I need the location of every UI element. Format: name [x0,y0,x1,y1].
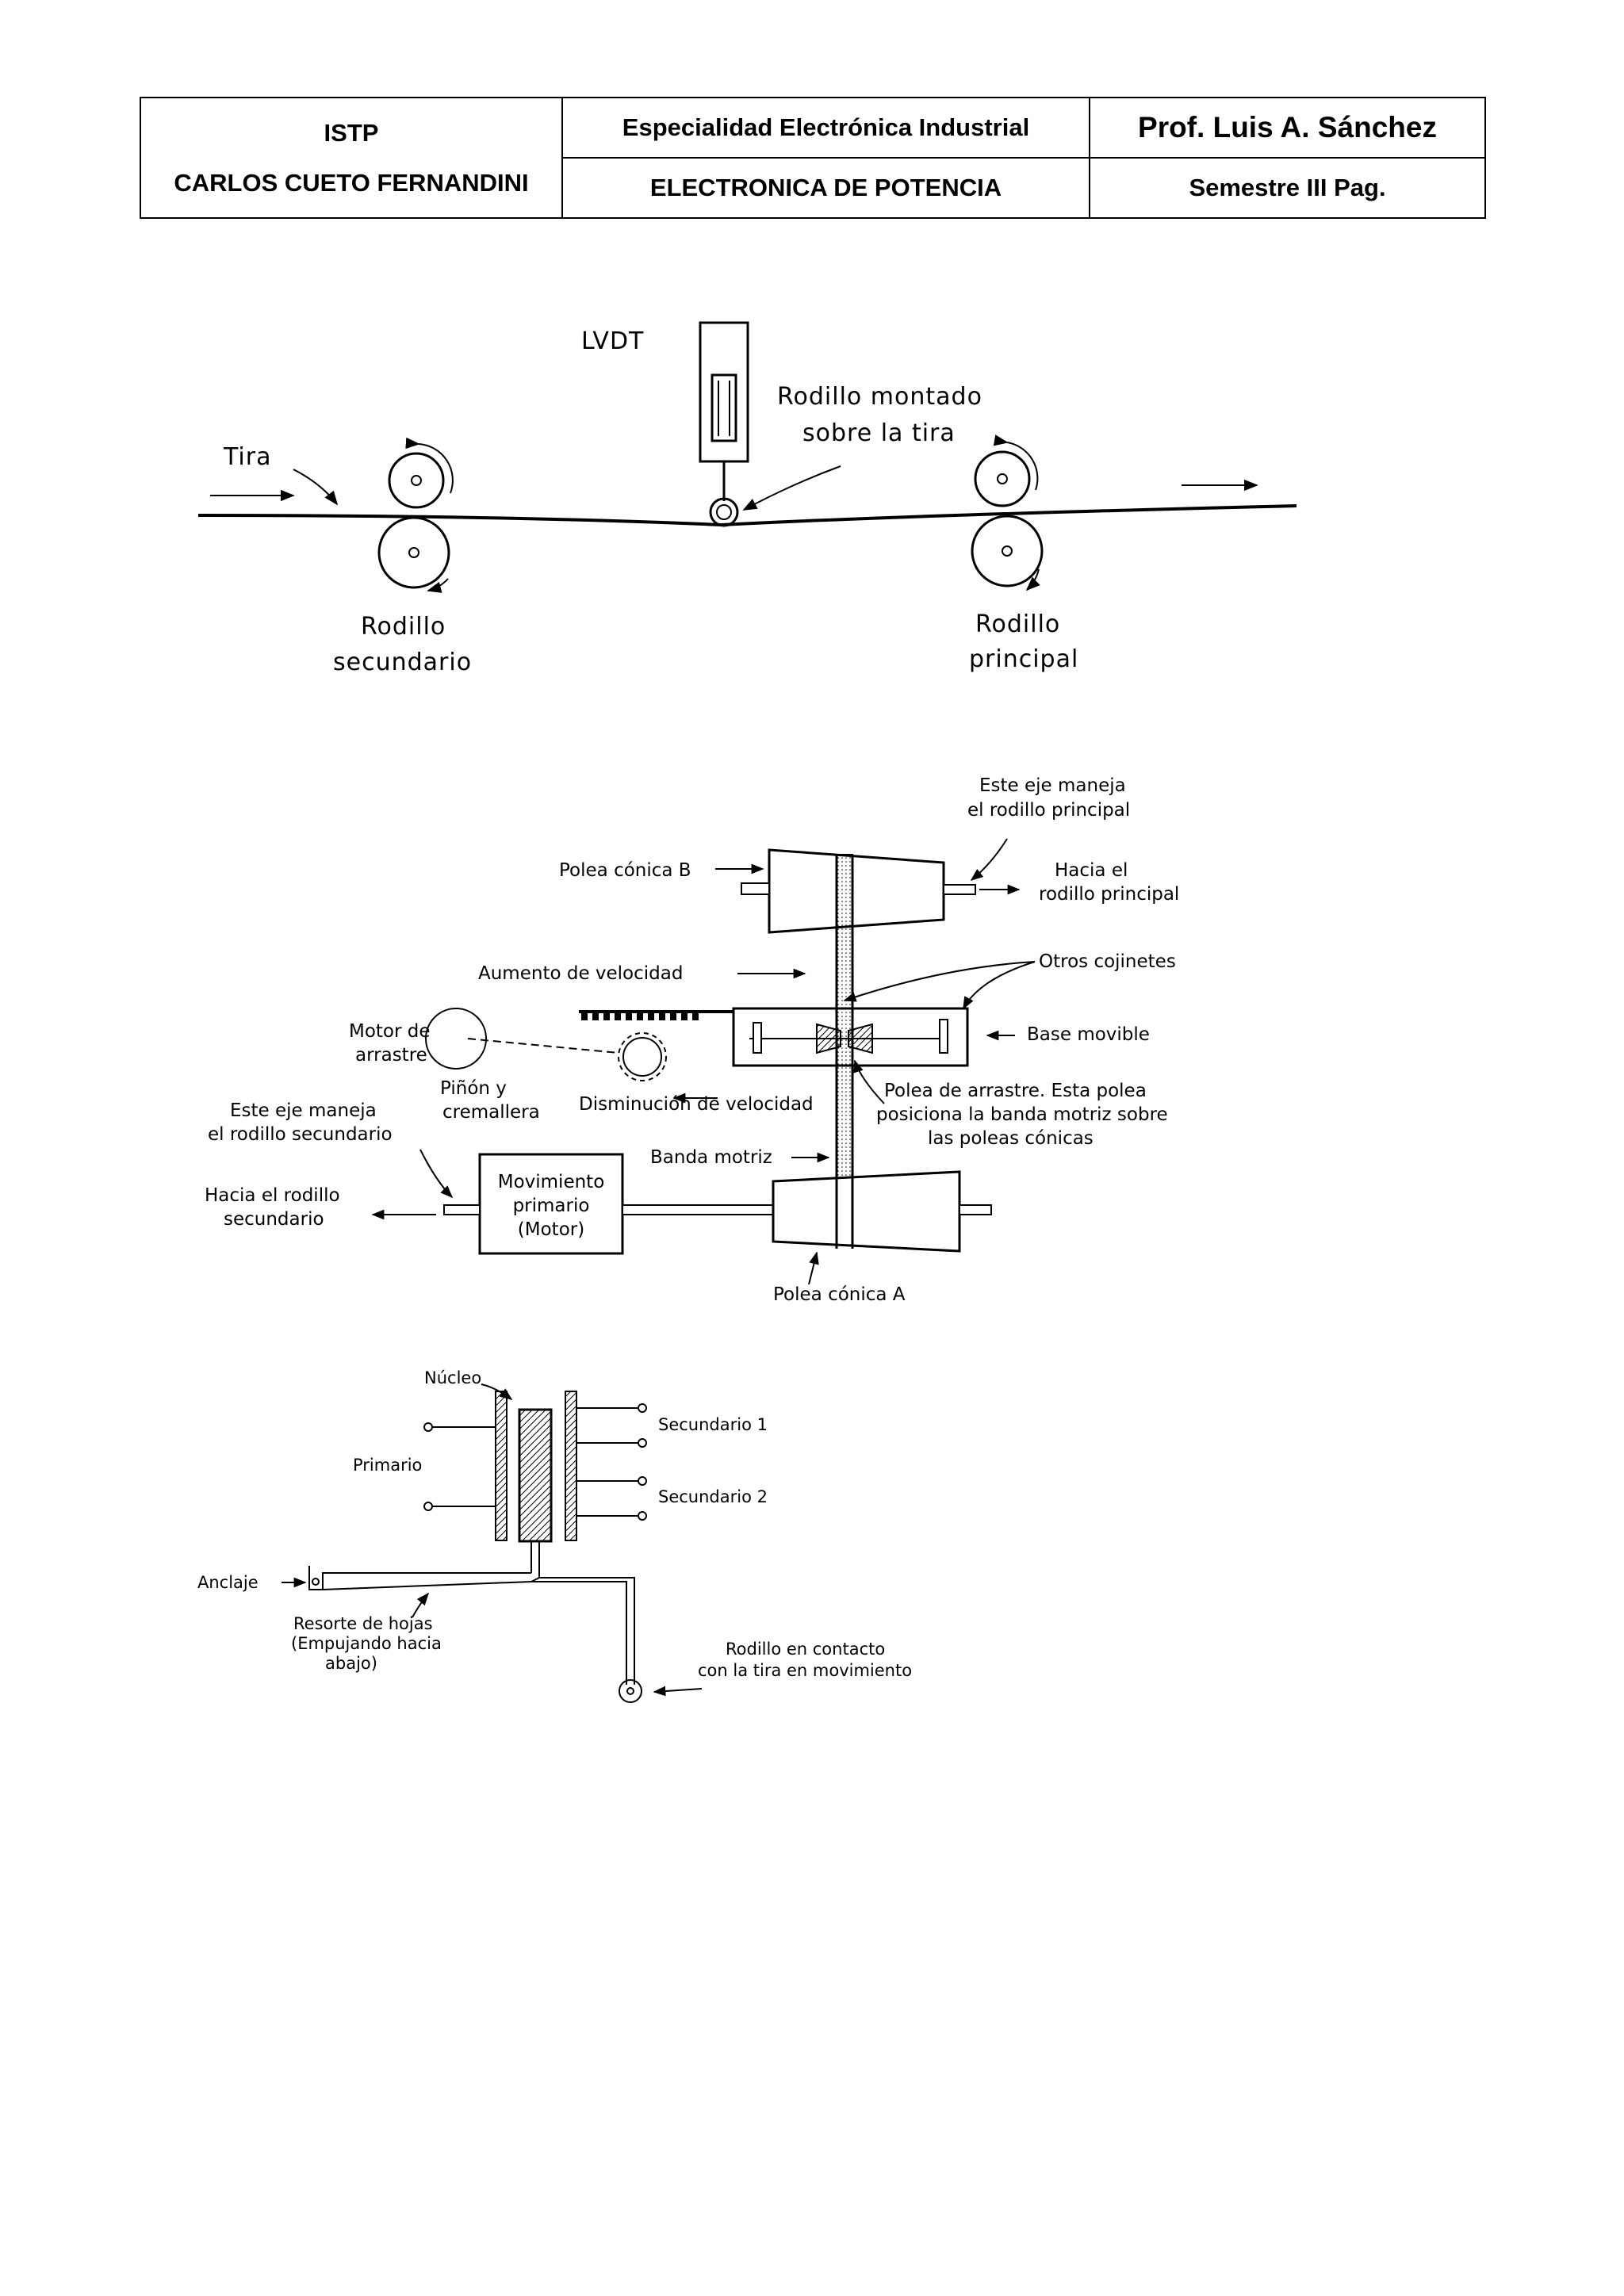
primary-move-label-1: Movimiento [498,1172,605,1192]
mounted-roller-label-1: Rodillo montado [777,383,982,411]
core-label: Núcleo [424,1368,481,1387]
secondary-roller-pair [377,437,454,593]
secondary2-label: Secundario 2 [658,1487,768,1506]
lvdt-schematic-diagram: Núcleo Secundario 1 Primario Secundario … [197,1368,912,1703]
movable-base [732,1007,969,1067]
leaf-spring-arm [308,1541,642,1703]
institute-name: ISTP [324,118,379,147]
principal-roller-pair [971,434,1044,591]
drag-pulley-label-3: las poleas cónicas [928,1128,1094,1149]
pulley-a-label: Polea cónica A [773,1284,906,1305]
lvdt-sensor [699,321,749,527]
secondary-roller-label-2: secundario [333,649,472,676]
primary-label: Primario [353,1456,422,1475]
principal-roller-label-2: principal [969,645,1078,673]
conical-pulley-a [772,1170,992,1253]
primary-motor-box [478,1153,624,1255]
roller-contact-label-1: Rodillo en contacto [726,1640,885,1659]
specialty-cell: Especialidad Electrónica Industrial [561,97,1090,159]
lvdt-strip-diagram: LVDT Rodillo montado sobre la tira Tira … [197,321,1297,676]
leaf-spring-label-3: abajo) [325,1654,377,1673]
institute-school: CARLOS CUETO FERNANDINI [174,169,529,197]
primary-move-label-3: (Motor) [518,1219,584,1240]
figure-lvdt-schematic: Núcleo Secundario 1 Primario Secundario … [194,1364,987,1712]
other-bearings-label: Otros cojinetes [1039,951,1176,972]
strip-label: Tira [223,443,271,471]
lvdt-label: LVDT [581,327,644,355]
leaf-spring-label-2: (Empujando hacia [291,1634,442,1653]
secondary-roller-label-1: Rodillo [361,613,446,641]
drag-pulley-label-2: posiciona la banda motriz sobre [876,1104,1168,1125]
drive-motor [425,1008,487,1070]
leaf-spring-label-1: Resorte de hojas [293,1614,433,1633]
header-table: ISTP CARLOS CUETO FERNANDINI Especialida… [140,97,1486,219]
secondary-coil [565,1391,577,1541]
course-cell: ELECTRONICA DE POTENCIA [561,157,1090,219]
to-sec-label-2: secundario [224,1209,324,1230]
pinion-label-2: cremallera [442,1102,540,1123]
pinion-gear [618,1032,667,1081]
speed-up-label: Aumento de velocidad [478,963,683,984]
conical-pulley-diagram: Este eje maneja el rodillo principal Pol… [205,775,1179,1305]
pulley-b-label: Polea cónica B [559,860,691,881]
slow-down-label: Disminución de velocidad [579,1094,814,1115]
principal-roller-label-1: Rodillo [975,610,1060,638]
to-main-label-1: Hacia el [1055,860,1128,881]
core [518,1408,553,1543]
institute-cell: ISTP CARLOS CUETO FERNANDINI [140,97,563,219]
axis-sec-label-2: el rodillo secundario [208,1124,393,1145]
mounted-roller [709,497,739,527]
roller-contact-label-2: con la tira en movimiento [698,1661,912,1680]
axis-sec-label-1: Este eje maneja [230,1100,377,1121]
contact-roller [619,1679,642,1703]
primary-coil [495,1391,508,1541]
to-sec-label-1: Hacia el rodillo [205,1185,340,1206]
mounted-roller-label-2: sobre la tira [802,419,956,447]
anchor-pin [312,1578,320,1586]
drive-motor-label-1: Motor de [349,1021,431,1042]
primary-move-label-2: primario [513,1196,590,1216]
movable-base-label: Base movible [1027,1024,1150,1045]
drive-motor-label-2: arrastre [355,1045,427,1066]
secondary1-label: Secundario 1 [658,1415,768,1434]
conical-pulley-b [741,848,976,934]
semester-cell: Semestre III Pag. [1089,157,1486,219]
drive-belt-label: Banda motriz [650,1147,772,1168]
drag-pulley-label-1: Polea de arrastre. Esta polea [884,1081,1147,1101]
figure-conical-pulley-drive: Este eje maneja el rodillo principal Pol… [198,775,1269,1308]
professor-cell: Prof. Luis A. Sánchez [1089,97,1486,159]
anchor-label: Anclaje [197,1573,259,1592]
rack [579,1010,734,1020]
figure-lvdt-strip: LVDT Rodillo montado sobre la tira Tira … [190,317,1300,682]
to-main-label-2: rodillo principal [1039,884,1179,905]
axis-main-label-2: el rodillo principal [967,800,1130,821]
pinion-label-1: Piñón y [440,1078,507,1099]
axis-main-label-1: Este eje maneja [979,775,1126,796]
